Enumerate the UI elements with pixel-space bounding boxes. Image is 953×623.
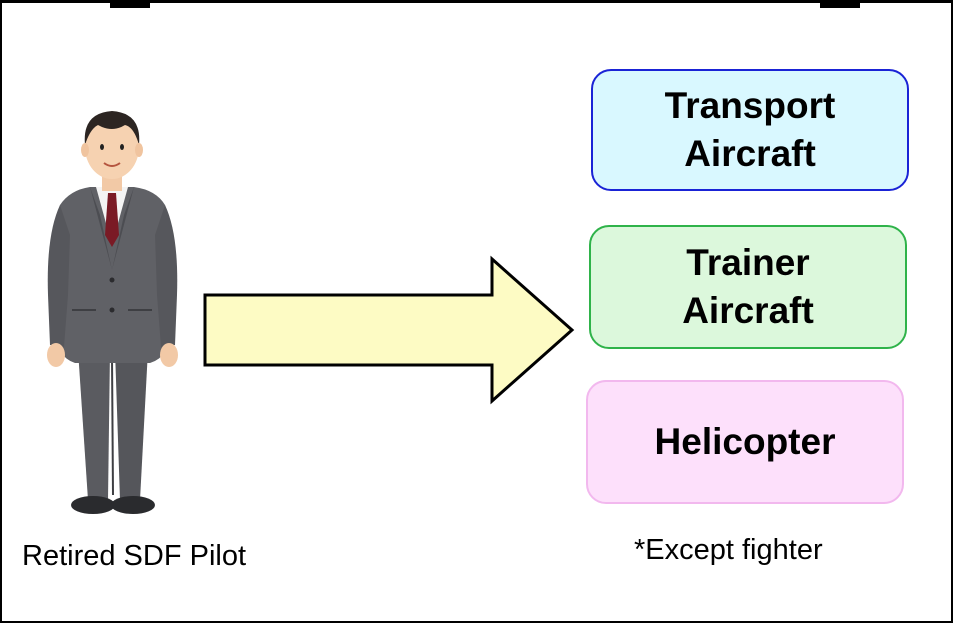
helicopter-box: Helicopter bbox=[586, 380, 904, 504]
tie bbox=[105, 193, 119, 247]
hair bbox=[84, 111, 140, 145]
right-hand bbox=[160, 343, 178, 367]
transport-label-line2: Aircraft bbox=[684, 133, 816, 174]
right-arm bbox=[155, 205, 178, 347]
transport-aircraft-box: Transport Aircraft bbox=[591, 69, 909, 191]
right-shoe bbox=[111, 496, 155, 514]
transport-label-line1: Transport bbox=[664, 84, 836, 126]
pilot-illustration bbox=[47, 111, 178, 514]
left-hand bbox=[47, 343, 65, 367]
trainer-label-line2: Aircraft bbox=[682, 290, 814, 331]
left-leg bbox=[78, 350, 110, 500]
trainer-label-line1: Trainer bbox=[686, 241, 810, 283]
right-arrow bbox=[203, 255, 575, 405]
helicopter-label: Helicopter bbox=[654, 420, 836, 462]
except-fighter-note: *Except fighter bbox=[634, 534, 823, 566]
top-cut-off-strip bbox=[0, 0, 953, 8]
pilot-caption: Retired SDF Pilot bbox=[22, 540, 247, 572]
head bbox=[85, 115, 139, 179]
trainer-aircraft-box: Trainer Aircraft bbox=[589, 225, 907, 349]
jacket bbox=[56, 187, 170, 363]
arrow-shape bbox=[203, 255, 575, 405]
right-leg bbox=[115, 350, 148, 500]
left-shoe bbox=[71, 496, 115, 514]
left-arm bbox=[47, 205, 70, 347]
